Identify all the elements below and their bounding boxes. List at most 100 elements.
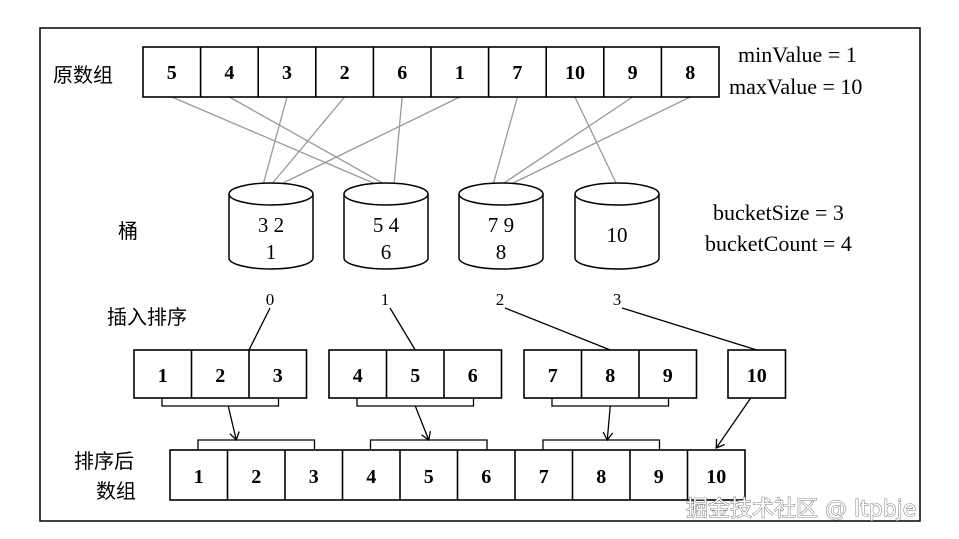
arrow-head (229, 431, 240, 442)
bucket-index-label: 1 (381, 290, 390, 309)
label-insertion-sort: 插入排序 (107, 305, 187, 329)
original-array-cell: 8 (685, 62, 695, 84)
bucket-body (458, 194, 544, 270)
group-bracket (161, 398, 280, 407)
bucket-top (343, 182, 429, 206)
sorted-group-cell: 3 (273, 365, 283, 387)
merge-arrow-1 (356, 398, 488, 450)
group-bracket (356, 398, 475, 407)
bucket-values-line2: 6 (381, 240, 392, 264)
bucket-top (574, 182, 660, 206)
bucket-values-line2: 8 (496, 240, 507, 264)
arrow-line (227, 405, 237, 441)
sorted-array-cell: 4 (366, 466, 376, 488)
mapping-line (508, 96, 691, 186)
info-bucket-size: bucketSize = 3 (713, 200, 844, 225)
bucket-connectors: 0 1 2 3 (248, 290, 757, 351)
bucket-values-line2: 1 (266, 240, 277, 264)
sorted-array-cell: 6 (481, 466, 491, 488)
bucket-0: 3 21 (228, 182, 314, 270)
bucket-values-line1: 10 (607, 223, 628, 247)
group-bracket (551, 398, 670, 407)
bucket-1: 5 46 (343, 182, 429, 270)
sorted-bucket-group-1: 4 5 6 (328, 349, 503, 399)
sorted-group-cell: 1 (158, 365, 168, 387)
sorted-group-cell: 5 (410, 365, 420, 387)
sorted-group-frame (328, 349, 503, 399)
label-sorted-line1: 排序后 (74, 449, 134, 473)
sorted-bucket-groups: 1 2 3 4 5 6 7 8 9 10 (133, 349, 787, 399)
merge-arrow-0 (161, 398, 316, 450)
sorted-bucket-group-3: 10 (727, 349, 787, 399)
sorted-group-cell: 4 (353, 365, 363, 387)
label-original-array: 原数组 (53, 63, 113, 87)
sorted-group-cell: 2 (215, 365, 225, 387)
sorted-group-frame (133, 349, 308, 399)
bucket-top (458, 182, 544, 206)
bucket-connector (248, 307, 271, 351)
mapping-lines (171, 96, 691, 186)
mapping-line (270, 96, 346, 186)
sorted-array-cell: 2 (251, 466, 261, 488)
info-bucket-count: bucketCount = 4 (705, 231, 852, 256)
sorted-array-cell: 7 (539, 466, 549, 488)
bucket-connector (621, 307, 757, 351)
sorted-array-cell: 5 (424, 466, 434, 488)
sorted-group-cell: 10 (747, 365, 767, 387)
mapping-line (262, 96, 288, 186)
sorted-array-cell: 3 (309, 466, 319, 488)
bucket-body (343, 194, 429, 270)
arrow-line (715, 397, 752, 449)
bucket-body (228, 194, 314, 270)
bucket-values-line1: 7 9 (488, 213, 514, 237)
bucket-index-label: 2 (496, 290, 505, 309)
diagram-frame (39, 27, 921, 522)
bucket-values-line1: 3 2 (258, 213, 284, 237)
mapping-line (492, 96, 519, 186)
sorted-bucket-group-2: 7 8 9 (523, 349, 698, 399)
merge-arrow-2 (542, 398, 670, 450)
bucket-index-label: 0 (266, 290, 275, 309)
original-array-cell: 3 (282, 62, 292, 84)
destination-bracket (542, 439, 661, 450)
destination-bracket (197, 439, 316, 450)
mapping-line (500, 96, 633, 186)
original-array-cell: 10 (565, 62, 585, 84)
sorted-array-cell: 9 (654, 466, 664, 488)
sorted-array-cell: 1 (194, 466, 204, 488)
sorted-bucket-group-0: 1 2 3 (133, 349, 308, 399)
sorted-group-cell: 8 (605, 365, 615, 387)
label-sorted-line2: 数组 (96, 479, 136, 503)
merge-arrow-3 (715, 397, 752, 449)
bucket-index-label: 3 (613, 290, 622, 309)
info-max-value: maxValue = 10 (729, 74, 862, 99)
merge-arrows (161, 397, 752, 450)
sorted-group-cell: 6 (468, 365, 478, 387)
mapping-line (393, 96, 403, 186)
original-array-cell: 7 (512, 62, 522, 84)
original-array-cell: 5 (167, 62, 177, 84)
sorted-group-cell: 9 (663, 365, 673, 387)
sorted-array-cell: 10 (706, 466, 726, 488)
bucket-body (574, 194, 660, 270)
sorted-group-cell: 7 (548, 365, 558, 387)
original-array-cell: 4 (224, 62, 234, 84)
arrow-head (421, 431, 432, 442)
mapping-line (278, 96, 461, 186)
original-array-cell: 1 (455, 62, 465, 84)
bucket-connector (389, 307, 416, 351)
label-bucket: 桶 (118, 219, 138, 243)
arrow-head (715, 438, 725, 449)
original-array-cell: 2 (340, 62, 350, 84)
arrow-line (414, 405, 430, 441)
original-array-cell: 9 (628, 62, 638, 84)
watermark: 掘金技术社区 @ ltpbje (686, 497, 916, 522)
arrow-head (602, 431, 614, 442)
bucket-top (228, 182, 314, 206)
sorted-group-frame (727, 349, 787, 399)
